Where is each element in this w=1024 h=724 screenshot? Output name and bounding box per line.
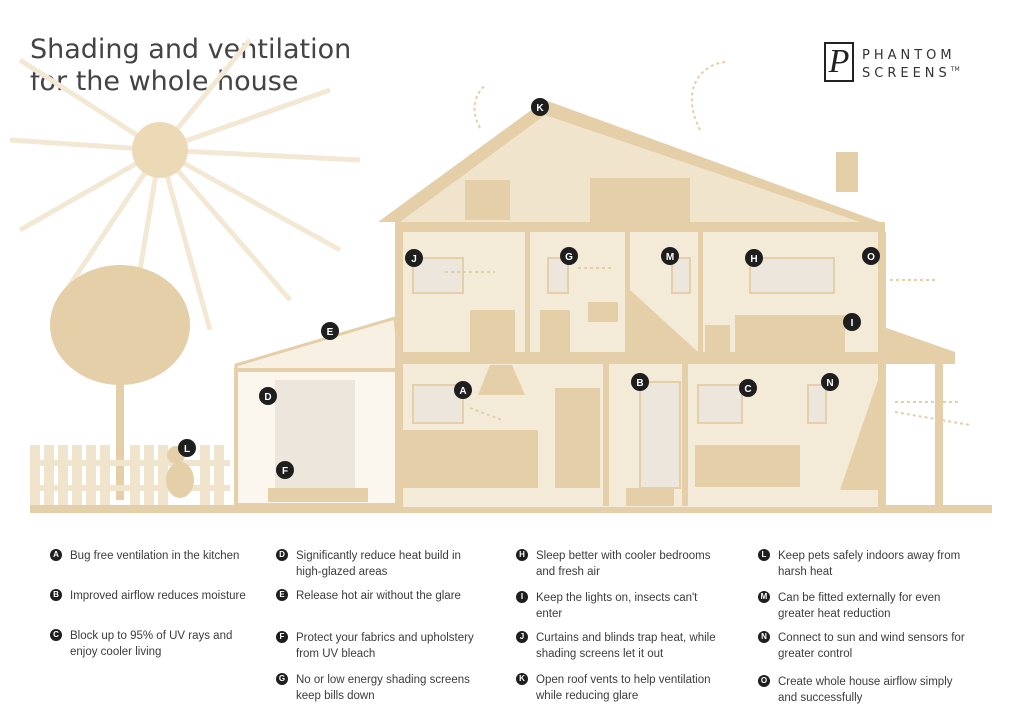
logo-line-2: SCREENSTM (862, 66, 960, 81)
legend-text-b: Improved airflow reduces moisture (70, 590, 246, 602)
marker-f: F (276, 461, 294, 479)
ground (30, 505, 992, 513)
badge-g: G (276, 673, 288, 685)
dog-icon (166, 446, 194, 498)
badge-f: F (276, 631, 288, 643)
marker-i-label: I (851, 318, 854, 329)
legend-text-d: Significantly reduce heat build in high-… (296, 550, 461, 578)
badge-o: O (758, 675, 770, 687)
marker-l: L (178, 439, 196, 457)
airflow-arrows (445, 61, 971, 426)
legend-text-k: Open roof vents to help ventilation whil… (536, 674, 711, 702)
marker-l-label: L (184, 444, 190, 455)
marker-a: A (454, 381, 472, 399)
marker-i: I (843, 313, 861, 331)
marker-k: K (531, 98, 549, 116)
marker-e: E (321, 322, 339, 340)
marker-b-label: B (636, 378, 643, 389)
badge-d: D (276, 549, 288, 561)
legend-text-i: Keep the lights on, insects can't enter (536, 592, 698, 620)
legend-text-f: Protect your fabrics and upholstery from… (296, 632, 474, 660)
legend-text-c: Block up to 95% of UV rays and enjoy coo… (70, 630, 233, 658)
marker-h: H (745, 249, 763, 267)
badge-k: K (516, 673, 528, 685)
marker-h-label: H (750, 254, 757, 265)
fence (30, 445, 230, 505)
badge-j: J (516, 631, 528, 643)
marker-j: J (405, 249, 423, 267)
badge-n: N (758, 631, 770, 643)
badge-c: C (50, 629, 62, 641)
sun-rays (9, 38, 361, 331)
badge-h: H (516, 549, 528, 561)
legend-text-m: Can be fitted externally for even greate… (778, 592, 941, 620)
legend-text-o: Create whole house airflow simply and su… (778, 676, 953, 704)
legend-text-h: Sleep better with cooler bedrooms and fr… (536, 550, 711, 578)
badge-i: I (516, 591, 528, 603)
conservatory (234, 316, 403, 507)
logo-trademark: TM (950, 66, 960, 73)
sun-icon (132, 122, 188, 178)
badge-b: B (50, 589, 62, 601)
title-line-2: for the whole house (30, 66, 299, 97)
badge-a: A (50, 549, 62, 561)
badge-m: M (758, 591, 770, 603)
marker-b: B (631, 373, 649, 391)
marker-o-label: O (867, 252, 875, 263)
badge-e: E (276, 589, 288, 601)
legend-text-l: Keep pets safely indoors away from harsh… (778, 550, 961, 578)
marker-k-label: K (536, 103, 544, 114)
house (378, 100, 955, 507)
legend-text-g: No or low energy shading screens keep bi… (296, 674, 470, 702)
logo-line-2-text: SCREENS (862, 66, 951, 81)
legend-text-j: Curtains and blinds trap heat, while sha… (536, 632, 716, 660)
badge-l: L (758, 549, 770, 561)
page-title: Shading and ventilation for the whole ho… (30, 34, 351, 98)
marker-e-label: E (327, 327, 334, 338)
marker-c-label: C (744, 384, 751, 395)
legend-text-e: Release hot air without the glare (296, 590, 461, 602)
marker-a-label: A (459, 386, 466, 397)
marker-f-label: F (282, 466, 288, 477)
marker-g: G (560, 247, 578, 265)
marker-d: D (259, 387, 277, 405)
tree-icon (50, 265, 190, 500)
marker-j-label: J (411, 254, 417, 265)
marker-g-label: G (565, 252, 573, 263)
title-line-1: Shading and ventilation (30, 34, 352, 65)
legend-text-n: Connect to sun and wind sensors for grea… (778, 632, 965, 660)
marker-n: N (821, 373, 839, 391)
logo-mark-icon: P (824, 42, 854, 82)
marker-n-label: N (826, 378, 833, 389)
brand-logo: P PHANTOM SCREENSTM (824, 42, 994, 90)
marker-o: O (862, 247, 880, 265)
marker-d-label: D (264, 392, 271, 403)
marker-c: C (739, 379, 757, 397)
logo-line-1: PHANTOM (862, 48, 956, 63)
marker-m: M (661, 247, 679, 265)
legend-text-a: Bug free ventilation in the kitchen (70, 550, 240, 562)
marker-m-label: M (666, 252, 674, 263)
